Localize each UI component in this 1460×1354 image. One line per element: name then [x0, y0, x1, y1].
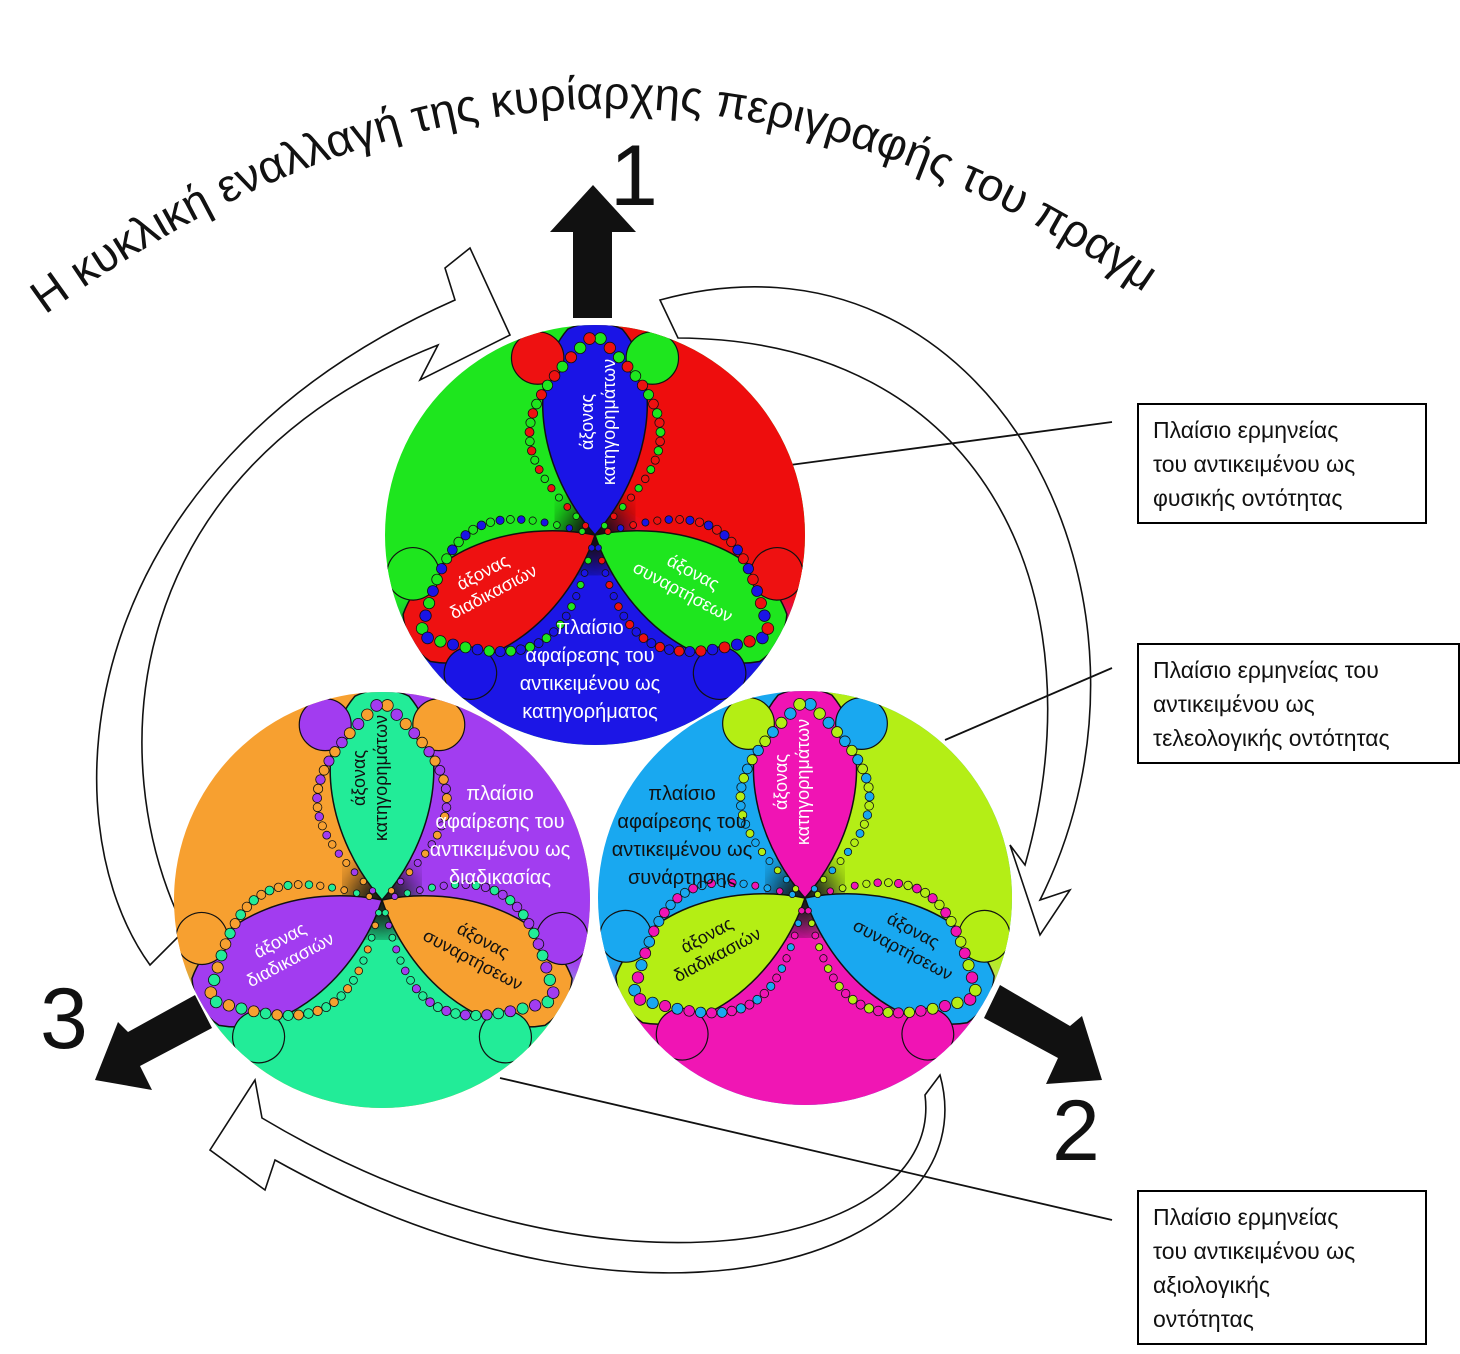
box-teleological-entity: Πλαίσιο ερμηνείας του αντικειμένου ως τε…: [1137, 643, 1460, 764]
connector-physical: [789, 421, 1113, 466]
connector-lines: [499, 421, 1113, 1221]
direction-arrows: [95, 185, 1102, 1090]
connector-evaluative: [499, 1077, 1113, 1221]
arrow-down-right-icon: [984, 985, 1102, 1084]
box-evaluative-entity: Πλαίσιο ερμηνείας του αντικειμένου ως αξ…: [1137, 1190, 1427, 1345]
cycle-arrow-bottom-icon: [208, 1073, 946, 1274]
cycle-arrow-right-icon: [658, 286, 1092, 937]
number-two: 2: [1052, 1083, 1100, 1179]
number-one: 1: [610, 128, 658, 224]
cycle-arrows: [95, 246, 1092, 1274]
connector-teleological: [944, 667, 1113, 741]
number-three: 3: [40, 971, 88, 1067]
arrow-up-icon: [550, 185, 636, 318]
cycle-arrow-left-icon: [95, 246, 512, 967]
box-physical-entity: Πλαίσιο ερμηνείας του αντικειμένου ως φυ…: [1137, 403, 1427, 524]
arrow-down-left-icon: [95, 995, 212, 1090]
